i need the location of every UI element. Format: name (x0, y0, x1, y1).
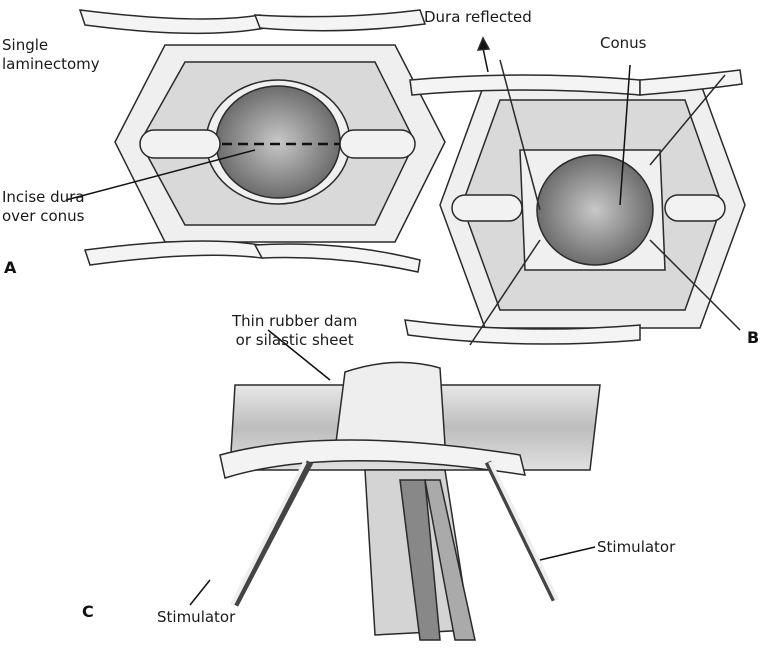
label-line: laminectomy (2, 55, 100, 73)
label-line: or silastic sheet (235, 331, 354, 349)
panel-c-drawing (189, 329, 601, 641)
label-single-laminectomy: Single laminectomy (2, 36, 100, 74)
label-line: Incise dura (2, 188, 85, 206)
label-rubber-dam: Thin rubber dam or silastic sheet (232, 312, 357, 350)
panel-b-drawing (404, 36, 746, 346)
label-stimulator-left: Stimulator (157, 608, 236, 626)
label-incise-dura: Incise dura over conus (2, 188, 85, 226)
label-line: Thin rubber dam (232, 312, 358, 330)
label-line: over conus (2, 207, 85, 225)
panel-label-c: C (82, 602, 94, 621)
panel-a-drawing (65, 9, 446, 273)
label-stimulator-right: Stimulator (597, 538, 676, 556)
label-line: Single (2, 36, 49, 54)
label-conus: Conus (600, 34, 647, 52)
panel-label-a: A (4, 258, 17, 277)
label-dura-reflected: Dura reflected (424, 8, 532, 26)
panel-label-b: B (747, 328, 760, 347)
